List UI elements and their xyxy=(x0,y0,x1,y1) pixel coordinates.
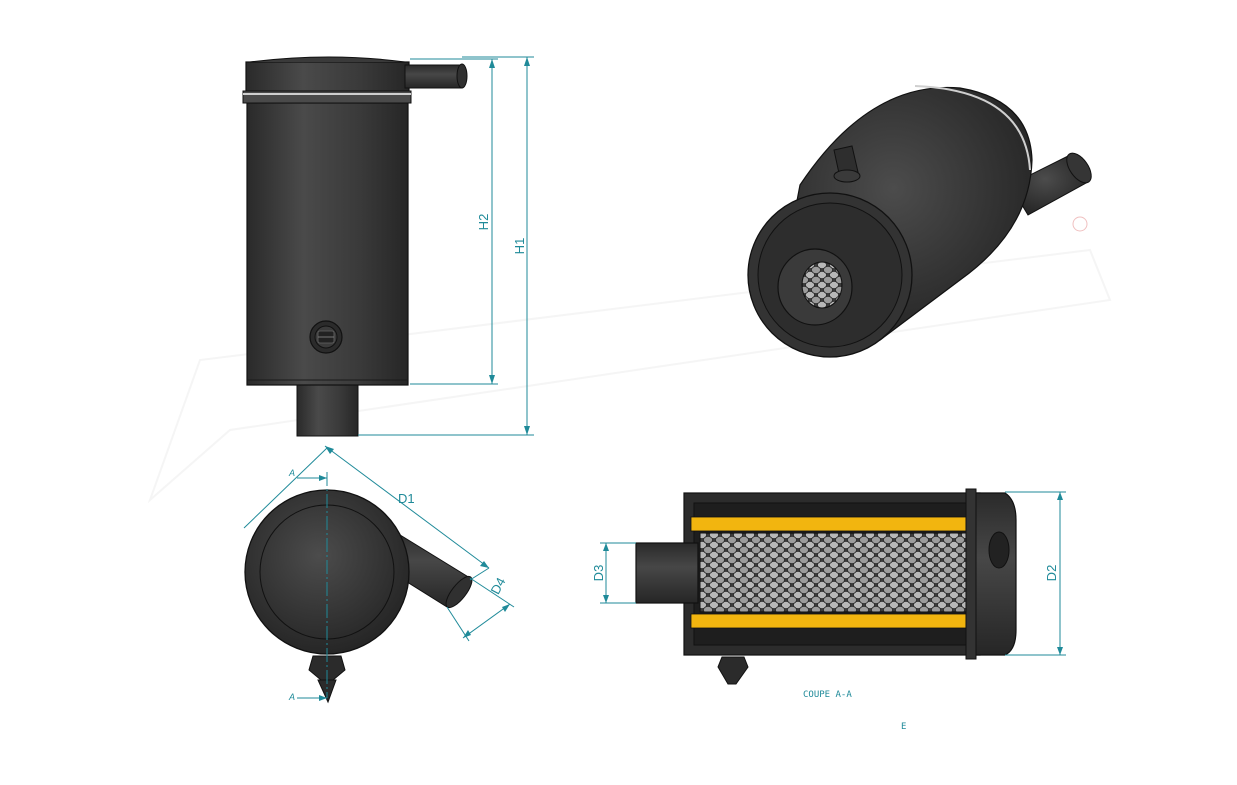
dimension-d1: D1 xyxy=(243,445,490,581)
dimension-d4: D4 xyxy=(446,575,515,642)
dimension-label-d3: D3 xyxy=(591,565,606,582)
dimension-h1: H1 xyxy=(358,56,534,436)
front-body xyxy=(246,102,409,386)
section-mark-top: A xyxy=(288,468,295,478)
filter-mesh-core xyxy=(699,532,971,613)
filter-media-bottom xyxy=(690,613,974,629)
dimension-label-d2: D2 xyxy=(1044,565,1059,582)
section-outlet-pipe xyxy=(635,542,699,604)
iso-filter-mesh xyxy=(801,261,843,309)
dimension-label-d4: D4 xyxy=(488,575,509,597)
dimension-label-h1: H1 xyxy=(512,238,527,255)
dimension-h2: H2 xyxy=(410,58,498,385)
section-caption: COUPE A-A xyxy=(803,690,852,700)
isometric-view xyxy=(747,85,1092,358)
dimension-d2: D2 xyxy=(1005,491,1066,656)
front-view xyxy=(242,56,468,437)
stray-mark: E xyxy=(901,722,906,732)
filter-media-top xyxy=(690,516,974,532)
watermark xyxy=(147,248,1112,504)
front-lid xyxy=(245,61,410,93)
section-dust-valve xyxy=(717,656,749,685)
top-view: A A xyxy=(244,468,473,704)
section-view: COUPE A-A xyxy=(635,488,1017,700)
dimension-label-d1: D1 xyxy=(398,491,415,506)
front-clamp-band xyxy=(242,90,412,104)
section-lid xyxy=(971,492,1017,656)
dimension-d3: D3 xyxy=(591,542,636,604)
dimension-label-h2: H2 xyxy=(476,214,491,231)
front-outlet-pipe xyxy=(296,383,359,437)
front-inlet-pipe xyxy=(404,64,466,89)
section-mark-bottom: A xyxy=(288,692,295,702)
